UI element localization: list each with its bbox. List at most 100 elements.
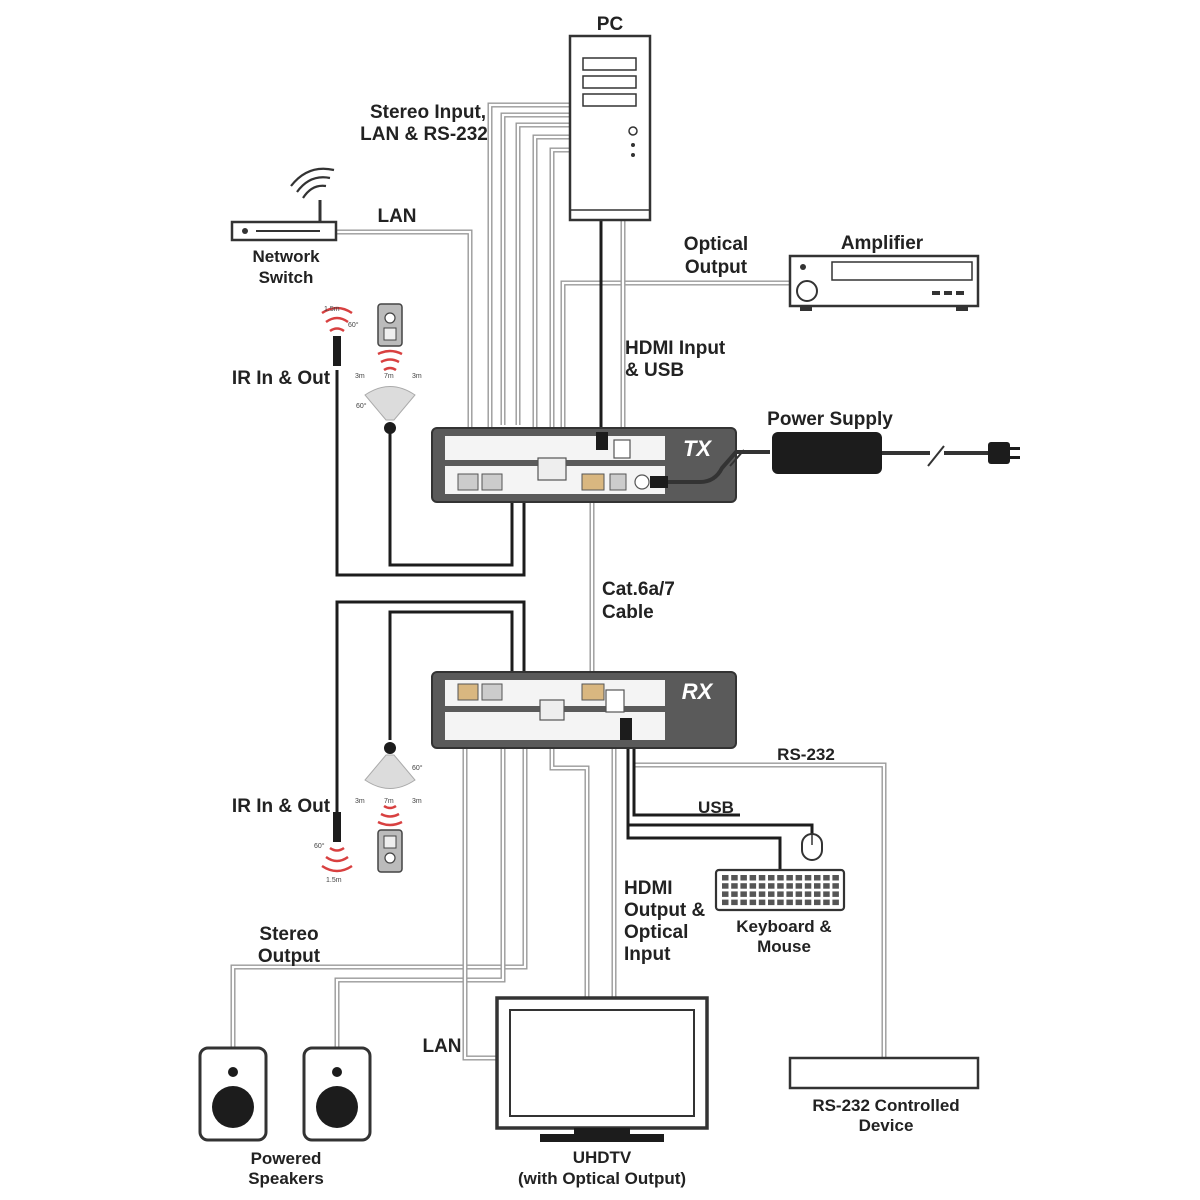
lan-label-top: LAN bbox=[377, 206, 416, 227]
cables bbox=[230, 102, 887, 1061]
keyboard-key bbox=[823, 891, 830, 897]
uhdtv-line-2: (with Optical Output) bbox=[518, 1169, 686, 1188]
usb-label: USB bbox=[698, 798, 734, 817]
keyboard-key bbox=[832, 875, 839, 881]
keyboard-key bbox=[804, 875, 812, 881]
ir-dist-d-bottom: 3m bbox=[412, 798, 422, 805]
keyboard-key bbox=[758, 875, 766, 881]
hdmi-output-line-4: Input bbox=[624, 944, 671, 965]
keyboard-key bbox=[814, 891, 821, 897]
keyboard-key bbox=[823, 899, 830, 906]
ir-cable-top-in bbox=[388, 425, 514, 567]
network-switch-line-2: Switch bbox=[259, 268, 314, 287]
optical-output-line-1: Optical bbox=[684, 234, 748, 255]
network-switch-icon bbox=[230, 167, 338, 242]
keyboard-key bbox=[795, 891, 803, 897]
keyboard-key bbox=[731, 891, 738, 897]
ir-label-top: IR In & Out bbox=[232, 368, 331, 389]
keyboard-key bbox=[768, 891, 775, 897]
hdmi-output-line-1: HDMI bbox=[624, 878, 673, 899]
rs232-device-line-2: Device bbox=[859, 1116, 914, 1135]
lan-cable-bottom bbox=[462, 725, 500, 1061]
keyboard-key bbox=[749, 891, 757, 897]
keyboard-key bbox=[722, 875, 729, 881]
keyboard-key bbox=[832, 883, 839, 889]
ir-cable-top-out bbox=[335, 370, 526, 577]
keyboard-key bbox=[777, 899, 784, 906]
hdmi-output-line-2: Output & bbox=[624, 900, 706, 921]
keyboard-key bbox=[823, 883, 830, 889]
optical-output-line-2: Output bbox=[685, 257, 748, 278]
ir-cable-bottom-in bbox=[388, 610, 514, 740]
keyboard-mouse-line-1: Keyboard & bbox=[736, 917, 831, 936]
powered-speakers-line-2: Speakers bbox=[248, 1169, 324, 1188]
keyboard-key bbox=[722, 891, 729, 897]
cat-cable-line-1: Cat.6a/7 bbox=[602, 579, 675, 600]
rx-unit bbox=[431, 671, 737, 749]
stereo-cable-left bbox=[230, 748, 528, 1047]
keyboard-key bbox=[786, 883, 793, 889]
ir-dist-c-top: 7m bbox=[384, 373, 394, 380]
keyboard-key bbox=[768, 883, 775, 889]
network-switch-line-1: Network bbox=[252, 247, 320, 266]
speaker-left-icon bbox=[198, 1046, 268, 1142]
keyboard-key bbox=[758, 883, 766, 889]
rx-label: RX bbox=[682, 679, 714, 704]
ir-dist-c-bottom: 7m bbox=[384, 798, 394, 805]
ir-dist-d-top: 3m bbox=[412, 373, 422, 380]
ir-dist-b-top: 3m bbox=[355, 373, 365, 380]
stereo-input-label: Stereo Input, LAN & RS-232 bbox=[360, 102, 488, 145]
speaker-right-icon bbox=[302, 1046, 372, 1142]
uhdtv-line-1: UHDTV bbox=[573, 1148, 632, 1167]
hdmi-input-line-1: HDMI Input bbox=[625, 338, 726, 359]
keyboard-key bbox=[722, 883, 729, 889]
keyboard-key bbox=[786, 899, 793, 906]
ir-dist-a-bottom: 1.5m bbox=[326, 877, 342, 884]
ir-cable-bottom-out bbox=[335, 600, 526, 820]
stereo-cable-right bbox=[334, 748, 506, 1047]
rs232-label-top: RS-232 bbox=[777, 745, 835, 764]
uhdtv-icon bbox=[495, 996, 709, 1142]
keyboard-key bbox=[731, 883, 738, 889]
keyboard-key bbox=[768, 899, 775, 906]
hdmi-output-line-3: Optical bbox=[624, 922, 688, 943]
keyboard-key bbox=[814, 899, 821, 906]
power-supply-icon bbox=[668, 432, 1020, 484]
ir-angle-top-2: 60° bbox=[356, 402, 367, 410]
keyboard-key bbox=[814, 883, 821, 889]
keyboard-key bbox=[832, 891, 839, 897]
ir-dist-a-top: 1.5m bbox=[324, 306, 340, 313]
keyboard-key bbox=[804, 891, 812, 897]
ir-emitter-bottom: 60° 1.5m bbox=[314, 812, 353, 884]
stereo-input-line-1: Stereo Input, bbox=[370, 102, 486, 123]
stereo-output-line-1: Stereo bbox=[259, 924, 318, 945]
keyboard-key bbox=[749, 883, 757, 889]
keyboard-key bbox=[731, 875, 738, 881]
stereo-output-line-2: Output bbox=[258, 946, 321, 967]
hdmi-input-line-2: & USB bbox=[625, 360, 684, 381]
lan-label-bottom: LAN bbox=[422, 1036, 461, 1057]
ir-emitter-top: 1.5m 60° bbox=[321, 306, 359, 366]
keyboard-key bbox=[795, 899, 803, 906]
keyboard-key bbox=[777, 891, 784, 897]
keyboard-key bbox=[722, 899, 729, 906]
keyboard-key bbox=[795, 883, 803, 889]
rs232-device-line-1: RS-232 Controlled bbox=[812, 1096, 959, 1115]
ir-receiver-bottom: 3m 7m 3m 60° bbox=[355, 742, 423, 873]
keyboard-key bbox=[758, 899, 766, 906]
ir-label-bottom: IR In & Out bbox=[232, 796, 331, 817]
ir-angle-bottom: 60° bbox=[314, 842, 325, 850]
keyboard-key bbox=[786, 891, 793, 897]
amplifier-label: Amplifier bbox=[841, 233, 924, 254]
usb-cable-bottom bbox=[626, 740, 814, 835]
keyboard-key bbox=[823, 875, 830, 881]
keyboard-key bbox=[740, 891, 747, 897]
keyboard-key bbox=[740, 899, 747, 906]
ir-angle-bottom-2: 60° bbox=[412, 764, 423, 772]
keyboard-icon bbox=[714, 868, 846, 912]
keyboard-key bbox=[740, 883, 747, 889]
amplifier-icon bbox=[788, 254, 980, 311]
rs232-device-icon bbox=[788, 1056, 980, 1090]
